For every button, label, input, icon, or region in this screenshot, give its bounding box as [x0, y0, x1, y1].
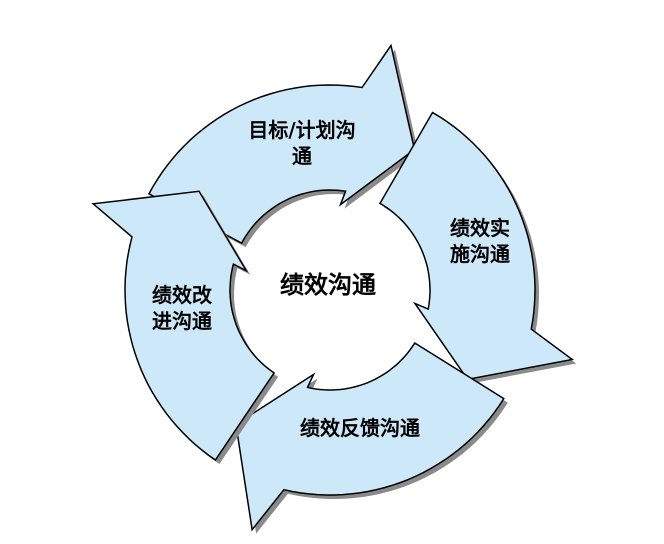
- step-label-implementation: 绩效实 施沟通: [450, 216, 510, 266]
- center-label: 绩效沟通: [280, 271, 376, 299]
- step-label-goal-plan: 目标/计划沟 通: [248, 118, 356, 168]
- step-label-feedback: 绩效反馈沟通: [300, 416, 420, 440]
- step-label-improvement: 绩效改 进沟通: [152, 283, 212, 333]
- arrow-goal-plan: [147, 43, 416, 245]
- arrow-improvement: [91, 190, 276, 462]
- arrow-feedback: [235, 341, 505, 532]
- arrow-implementation: [378, 111, 575, 381]
